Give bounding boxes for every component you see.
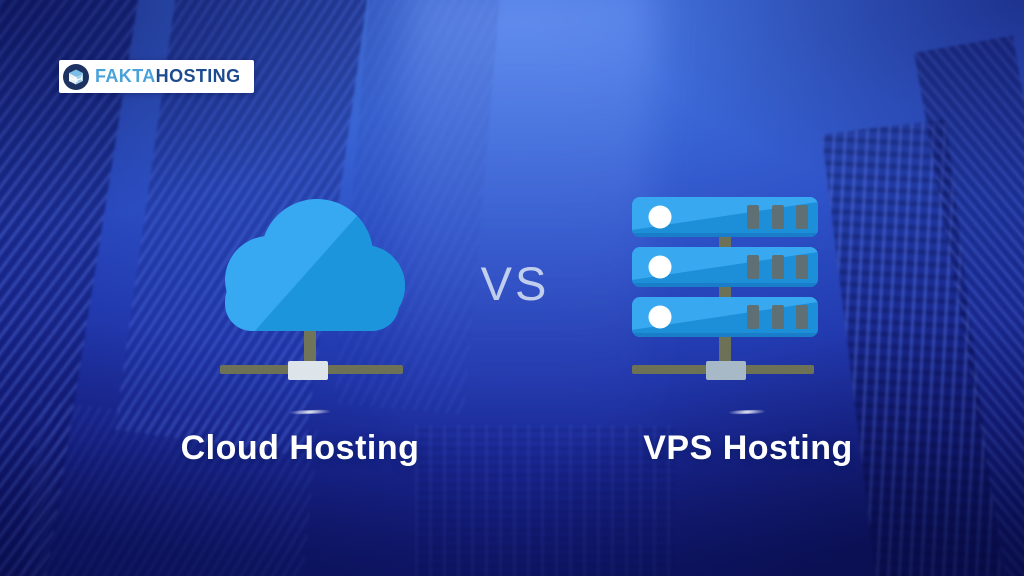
brand-name-primary: FAKTA [95,66,156,86]
vs-label: VS [480,257,550,310]
cube-m-icon [63,63,89,90]
brand-name-secondary: HOSTING [155,66,241,86]
server-stack-network-icon [632,197,818,380]
cloud-hosting-label: Cloud Hosting [180,429,420,467]
vps-hosting-label: VPS Hosting [643,429,853,467]
cloud-network-icon [220,199,405,380]
brand-logo: FAKTAHOSTING [59,60,254,93]
brand-logo-text: FAKTAHOSTING [95,66,240,87]
